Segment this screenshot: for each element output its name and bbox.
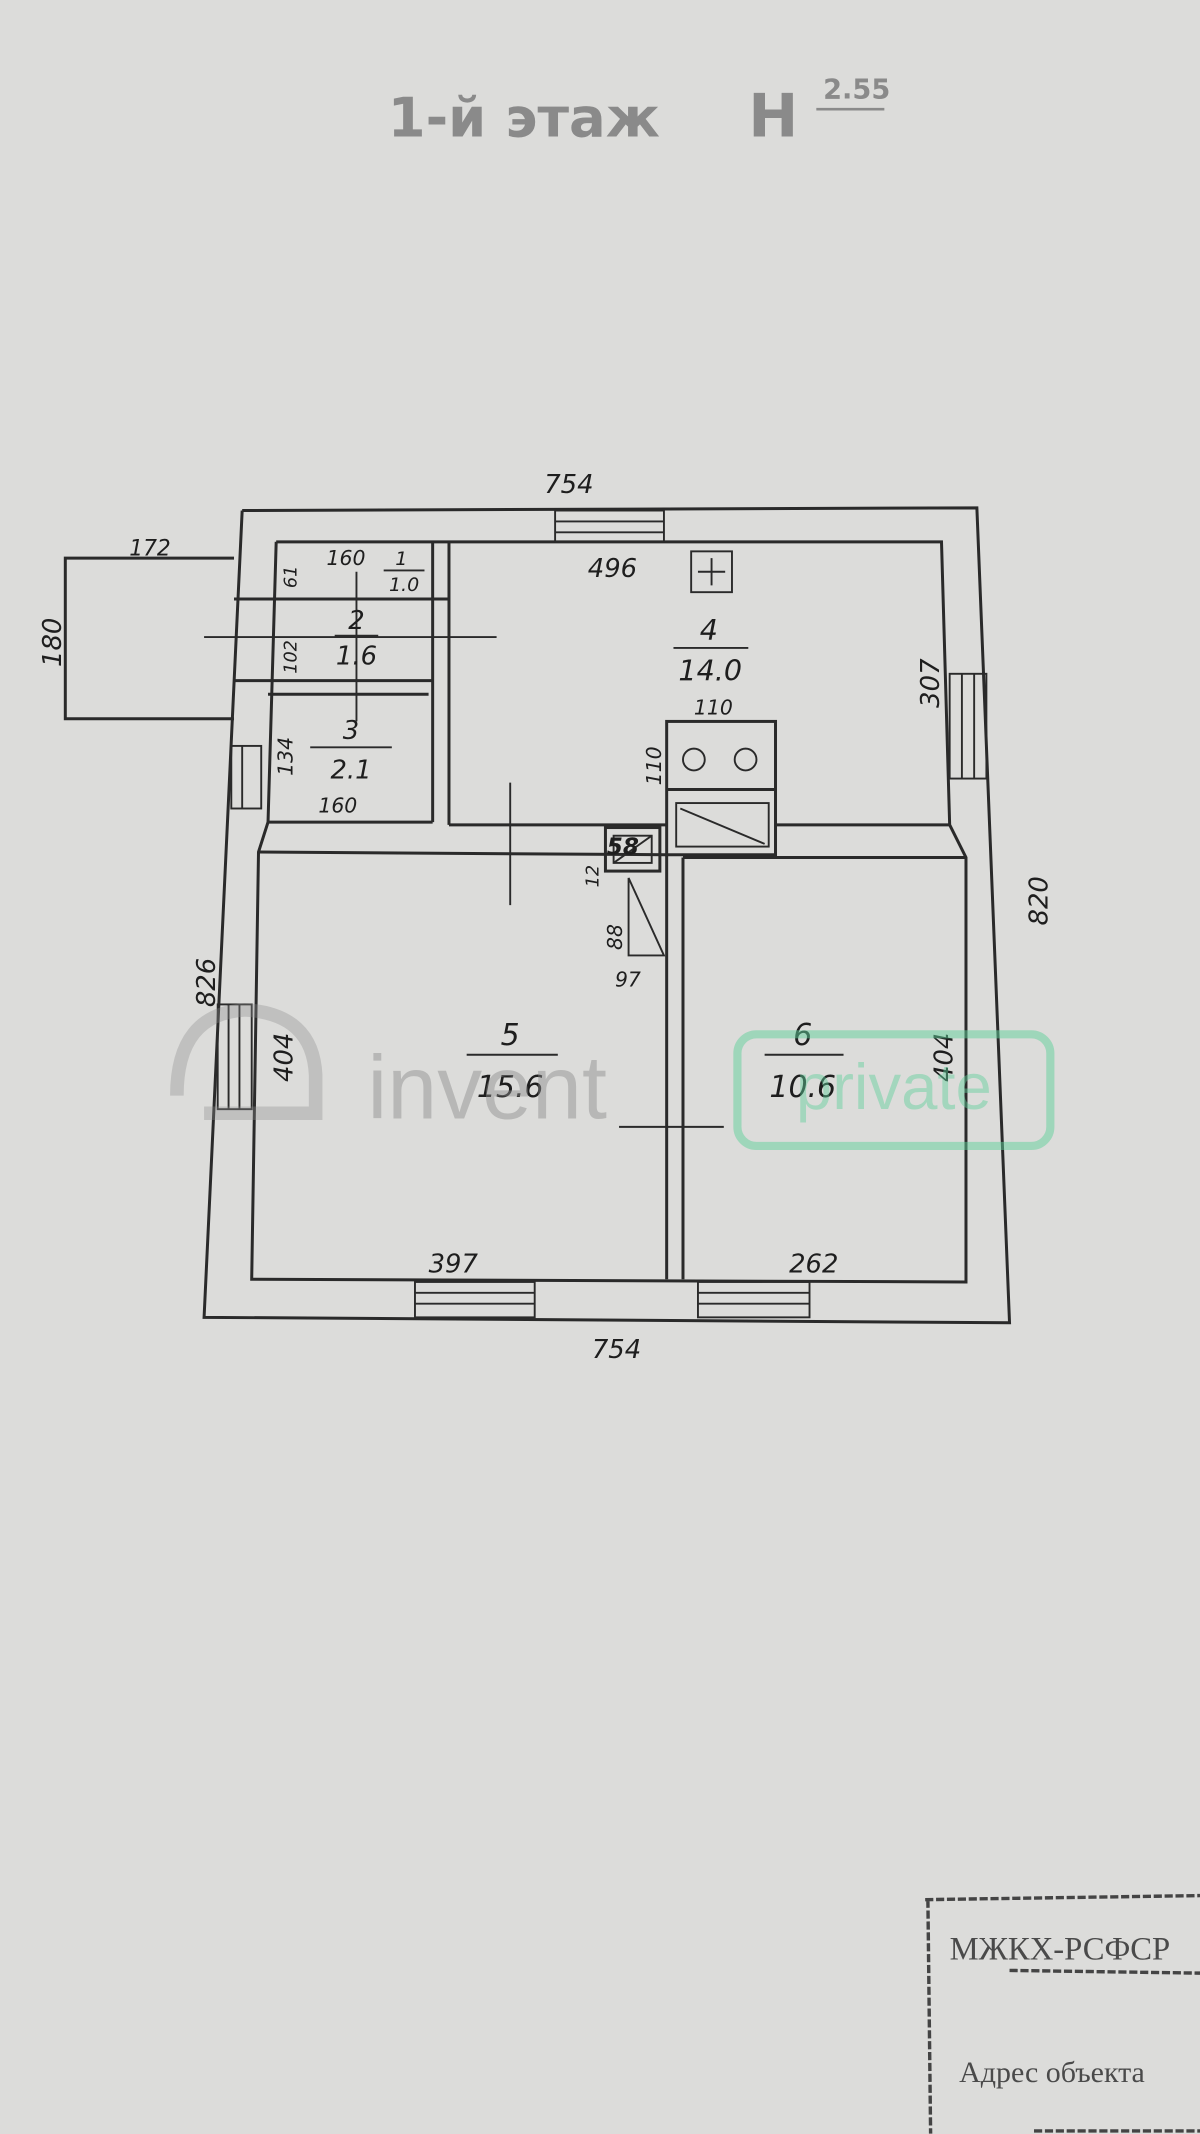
svg-text:10.6: 10.6 — [769, 1070, 836, 1105]
dim-room5-depth: 404 — [270, 1033, 300, 1082]
dim-chimney: 58 — [607, 835, 639, 861]
dim-room6-width: 262 — [789, 1249, 838, 1279]
stove — [665, 719, 778, 857]
dim-stair-w: 97 — [615, 968, 641, 992]
height-value: 2.55 — [823, 74, 890, 105]
dim-room6-depth: 404 — [929, 1033, 959, 1082]
watermark-badge — [733, 1030, 1055, 1150]
svg-text:1.6: 1.6 — [336, 641, 377, 671]
dim-left: 826 — [192, 958, 222, 1007]
watermark-badge-text: private — [796, 1050, 992, 1123]
outer-walls — [202, 506, 1012, 1325]
dim-stove-depth: 110 — [642, 746, 666, 785]
room-1: 11.0 — [383, 548, 425, 596]
chimney — [603, 826, 662, 873]
dim-stair-len: 88 — [603, 924, 627, 950]
svg-text:3: 3 — [343, 716, 359, 746]
stamp-line1: МЖКХ-РСФСР — [950, 1932, 1171, 1968]
dim-room3-depth: 134 — [274, 737, 298, 776]
room-5: 515.6 — [466, 1018, 558, 1105]
dim-top: 754 — [544, 470, 593, 500]
dim-kitchen-depth: 307 — [916, 658, 946, 708]
dimension-labels: 754 754 172 180 160 61 102 134 160 496 3… — [38, 470, 1054, 1365]
dim-room5-width: 397 — [429, 1249, 479, 1279]
dim-room1-width: 160 — [327, 546, 366, 570]
svg-text:15.6: 15.6 — [477, 1070, 544, 1105]
dim-stove-width: 110 — [694, 696, 733, 720]
height-label: H — [748, 81, 798, 151]
svg-text:1: 1 — [395, 548, 407, 570]
dim-chimney-gap: 12 — [584, 865, 604, 887]
svg-text:4: 4 — [700, 613, 718, 647]
dim-annex-width: 172 — [129, 536, 171, 561]
svg-text:2: 2 — [348, 606, 364, 636]
stamp-line2: Адрес объекта — [959, 2056, 1145, 2089]
dim-kitchen-width: 496 — [588, 554, 637, 584]
room-4: 414.0 — [673, 613, 749, 688]
dim-room1-depth: 61 — [282, 566, 302, 589]
windows — [216, 509, 988, 1319]
partitions — [204, 541, 966, 1280]
room-6: 610.6 — [764, 1018, 844, 1105]
dim-right: 820 — [1025, 876, 1055, 925]
dim-room2-depth: 102 — [282, 640, 302, 674]
svg-text:1.0: 1.0 — [389, 574, 419, 596]
vent-icon — [690, 550, 733, 594]
watermark-logo-icon — [170, 1003, 323, 1121]
watermark-brand: invent — [367, 1039, 607, 1139]
dim-room3-width: 160 — [318, 794, 357, 818]
room-3: 32.1 — [310, 716, 392, 786]
room-2: 21.6 — [334, 606, 379, 671]
svg-text:5: 5 — [501, 1018, 520, 1053]
floor-label: 1-й этаж — [388, 85, 660, 149]
room-labels: 11.0 21.6 32.1 414.0 515.6 610.6 — [310, 548, 844, 1105]
svg-text:14.0: 14.0 — [678, 654, 742, 688]
stamp: МЖКХ-РСФСР Адрес объекта — [925, 1893, 1200, 2134]
watermark: invent private — [170, 1003, 1055, 1150]
svg-text:2.1: 2.1 — [330, 756, 371, 786]
dim-bottom: 754 — [592, 1335, 641, 1365]
floor-title: 1-й этаж H 2.55 — [388, 74, 890, 151]
dim-annex-height: 180 — [38, 618, 68, 667]
annex — [63, 556, 235, 721]
